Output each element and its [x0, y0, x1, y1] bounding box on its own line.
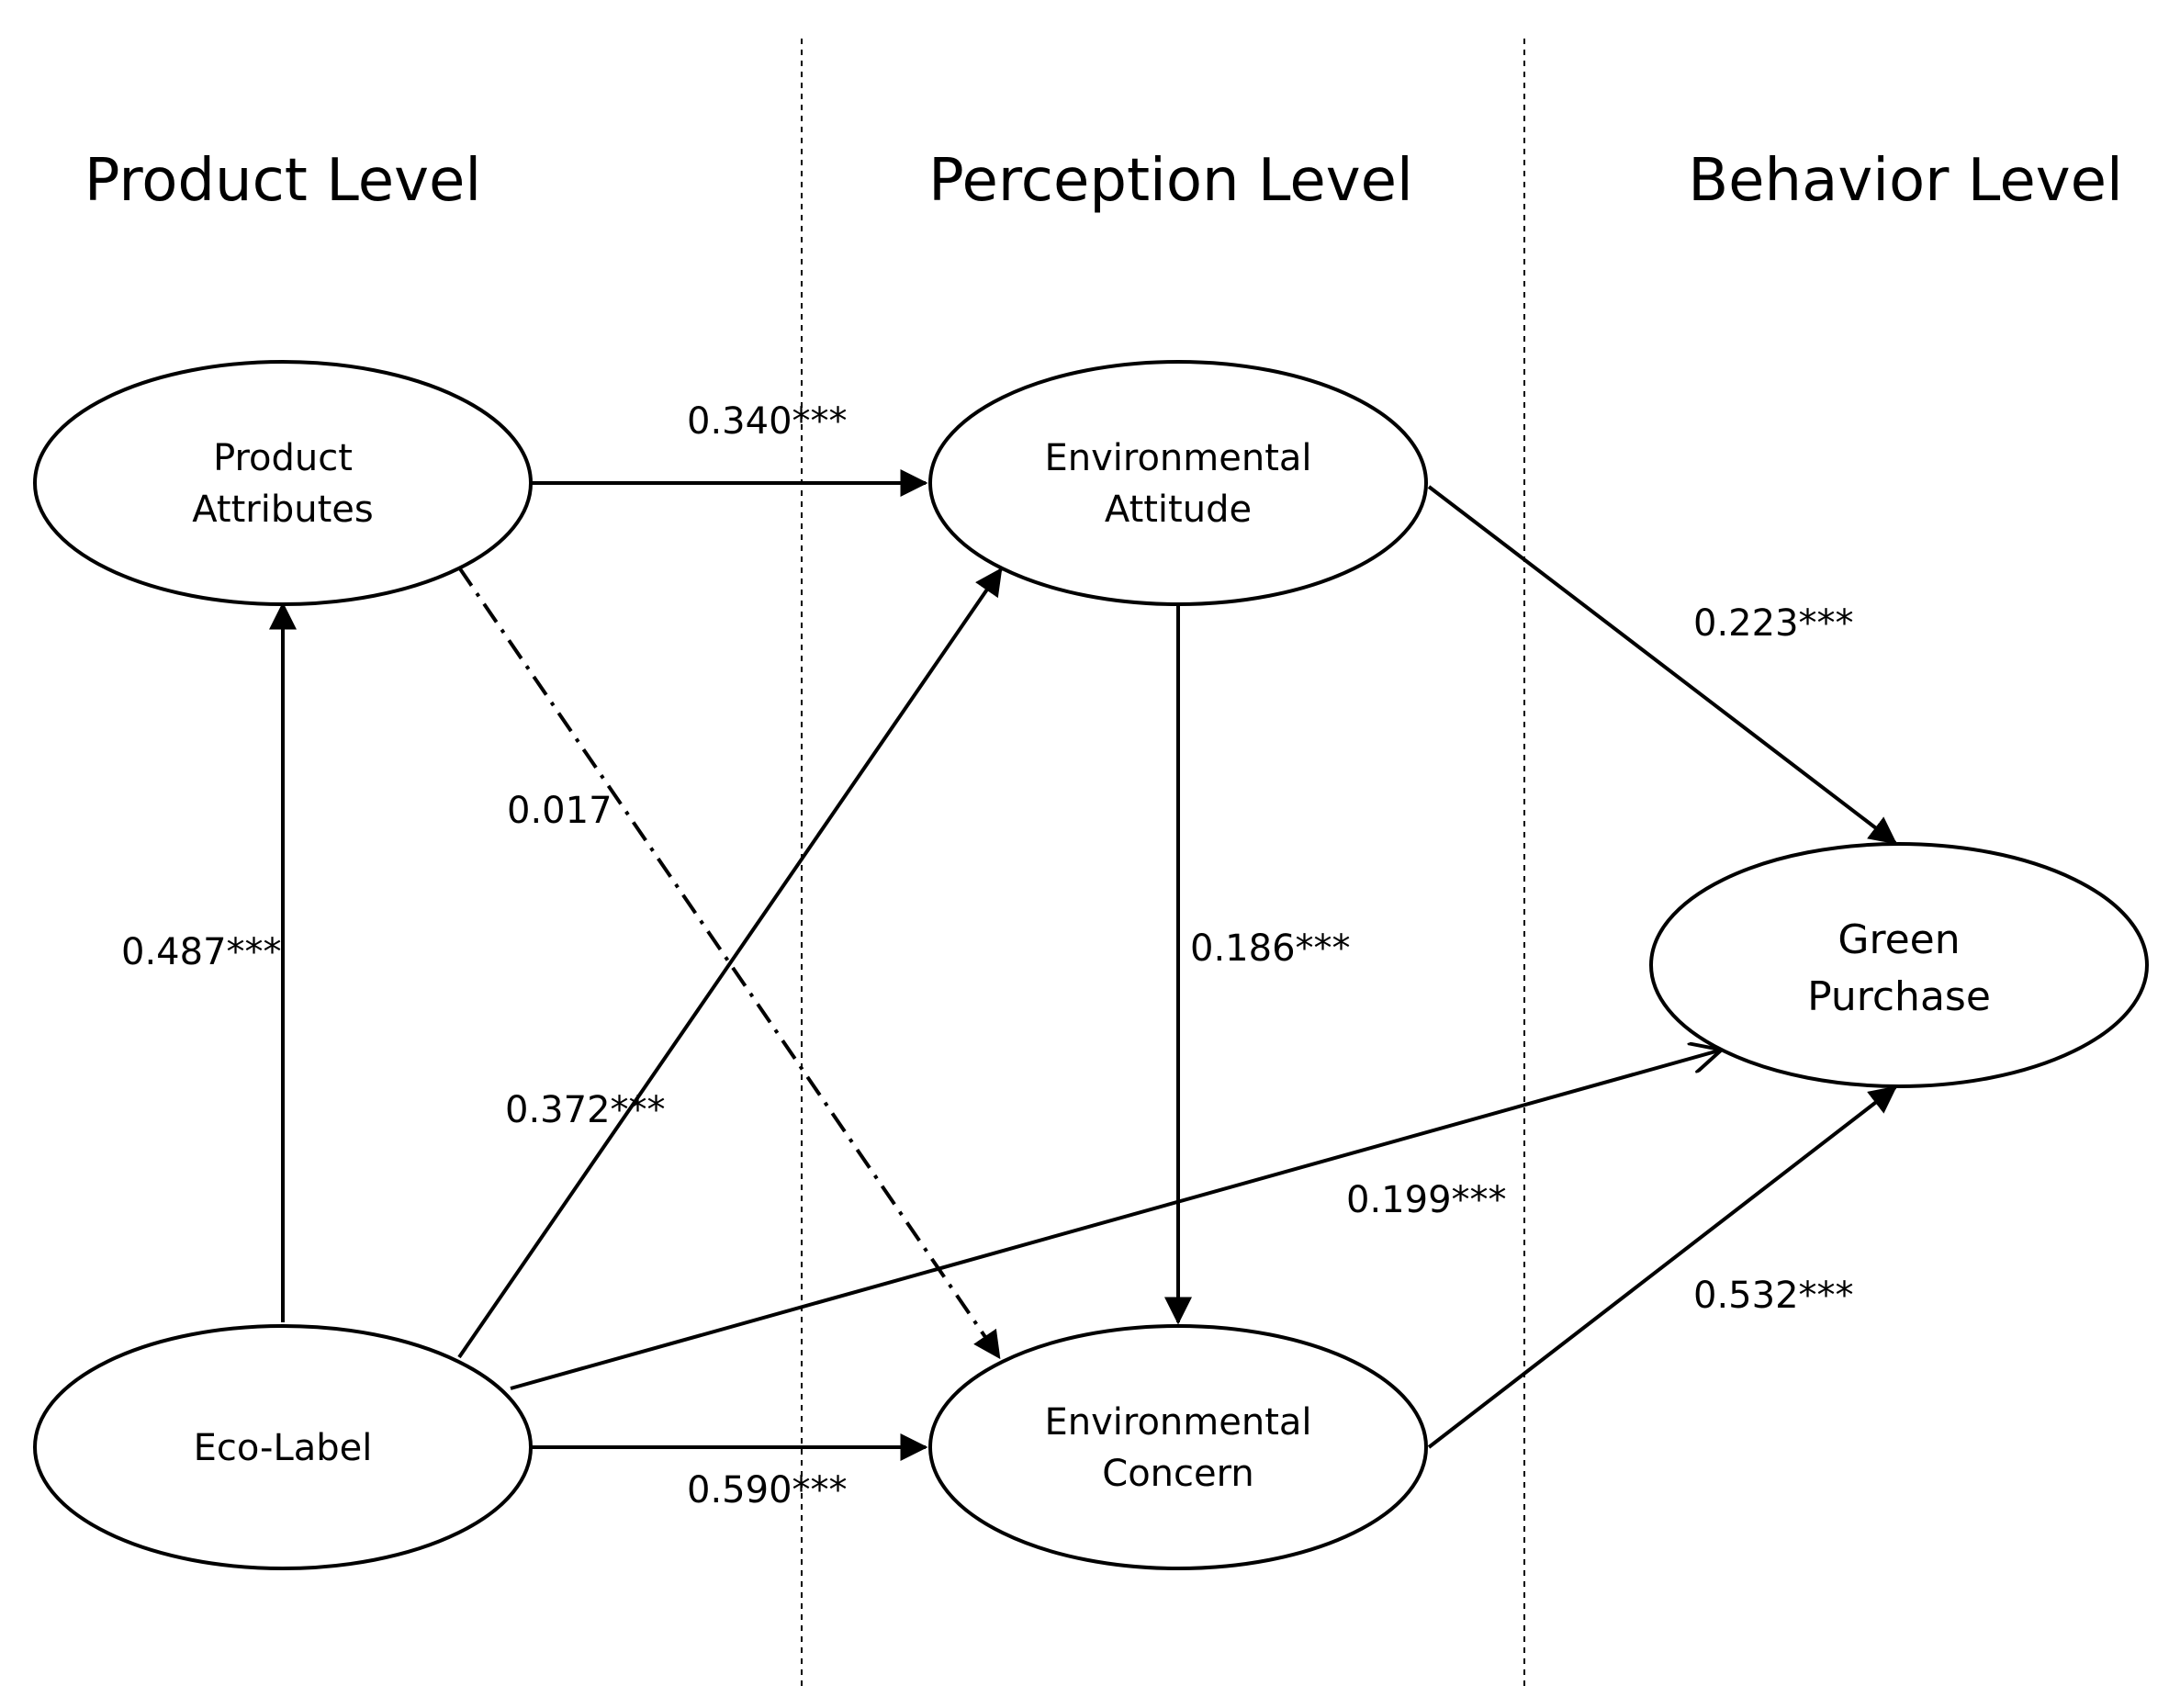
- coefficient-el-to-ea: 0.372***: [505, 1089, 666, 1131]
- path-environmental-concern-to-green-purchase: [1427, 1085, 1897, 1449]
- coefficient-ea-to-gp: 0.223***: [1693, 602, 1854, 645]
- node-green-purchase: Green Purchase: [1649, 842, 2149, 1088]
- path-eco-label-to-environmental-attitude: [457, 567, 1003, 1359]
- level-title-behavior: Behavior Level: [1688, 147, 2122, 215]
- node-eco-label: Eco-Label: [33, 1324, 533, 1570]
- node-environmental-attitude: Environmental Attitude: [928, 360, 1428, 606]
- node-product-attributes: Product Attributes: [33, 360, 533, 606]
- node-environmental-concern: Environmental Concern: [928, 1324, 1428, 1570]
- level-title-perception: Perception Level: [928, 147, 1413, 215]
- node-product-attributes-line-1: Product: [213, 437, 353, 479]
- node-green-purchase-line-1: Green: [1837, 916, 1960, 963]
- path-environmental-attitude-to-green-purchase: [1427, 485, 1897, 845]
- node-environmental-concern-line-1: Environmental: [1044, 1401, 1311, 1444]
- coefficient-el-to-ec: 0.590***: [687, 1469, 848, 1511]
- coefficient-ec-to-gp: 0.532***: [1693, 1275, 1854, 1317]
- coefficient-pa-to-ea: 0.340***: [687, 400, 848, 443]
- coefficient-el-to-gp: 0.199***: [1346, 1179, 1507, 1221]
- node-environmental-attitude-line-2: Attitude: [1105, 489, 1252, 531]
- coefficient-ea-to-ec: 0.186***: [1190, 927, 1351, 970]
- level-title-product: Product Level: [84, 147, 481, 215]
- node-green-purchase-line-2: Purchase: [1807, 973, 1991, 1020]
- node-eco-label-line-1: Eco-Label: [194, 1427, 373, 1469]
- node-product-attributes-line-2: Attributes: [192, 489, 373, 531]
- node-environmental-attitude-line-1: Environmental: [1044, 437, 1311, 479]
- coefficient-el-to-pa: 0.487***: [121, 931, 282, 973]
- coefficient-pa-to-ec: 0.017: [507, 790, 612, 832]
- path-eco-label-to-green-purchase: [510, 1051, 1719, 1390]
- node-environmental-concern-line-2: Concern: [1102, 1453, 1253, 1495]
- path-product-attributes-to-environmental-concern: [457, 566, 1001, 1360]
